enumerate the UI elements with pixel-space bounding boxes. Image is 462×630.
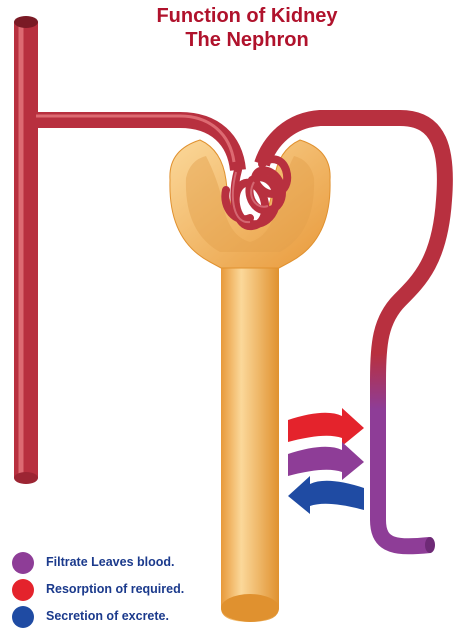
filtrate-legend-dot: [12, 552, 34, 574]
legend-label: Secretion of excrete.: [46, 609, 169, 623]
legend-item-filtrate: Filtrate Leaves blood.: [12, 552, 272, 574]
resorption-arrow: [288, 408, 364, 446]
legend-label: Filtrate Leaves blood.: [46, 555, 175, 569]
secretion-arrow: [288, 476, 364, 514]
filtrate-arrow: [288, 442, 364, 480]
legend-label: Resorption of required.: [46, 582, 184, 596]
legend-item-secretion: Secretion of excrete.: [12, 606, 272, 628]
resorption-legend-dot: [12, 579, 34, 601]
legend-item-resorption: Resorption of required.: [12, 579, 272, 601]
secretion-legend-dot: [12, 606, 34, 628]
artery: [14, 16, 38, 484]
